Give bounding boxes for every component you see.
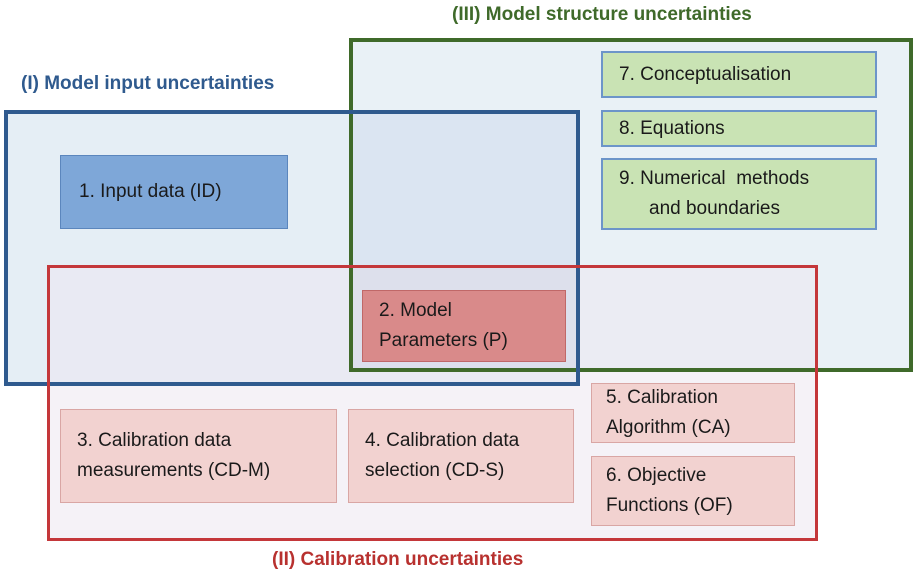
calibration-algorithm-line1: 5. Calibration: [606, 387, 718, 408]
cd-selection-line1: 4. Calibration data: [365, 430, 520, 451]
input-data-label: 1. Input data (ID): [79, 181, 222, 202]
calibration-algorithm-line2: Algorithm (CA): [606, 417, 731, 438]
conceptualisation-box: 7. Conceptualisation: [601, 51, 877, 98]
model-structure-region: [349, 38, 913, 372]
numerical-methods-line1: 9. Numerical methods: [619, 168, 810, 189]
equations-label: 8. Equations: [619, 117, 725, 139]
numerical-methods-line2: and boundaries: [649, 198, 780, 219]
model-input-region: [4, 110, 580, 386]
cd-measurements-line1: 3. Calibration data: [77, 430, 232, 451]
calibration-region: [47, 265, 818, 541]
calibration-title: (II) Calibration uncertainties: [272, 549, 524, 570]
numerical-methods-box: 9. Numerical methods and boundaries: [601, 158, 877, 230]
objective-functions-box: 6. Objective Functions (OF): [591, 456, 795, 526]
overlap-input-structure: [349, 110, 580, 265]
model-parameters-line1: 2. Model: [379, 300, 452, 321]
cd-measurements-line2: measurements (CD-M): [77, 460, 271, 481]
equations-box: 8. Equations: [601, 110, 877, 147]
cd-selection-box: 4. Calibration data selection (CD-S): [348, 409, 574, 503]
objective-functions-line2: Functions (OF): [606, 495, 733, 516]
objective-functions-line1: 6. Objective: [606, 465, 707, 486]
conceptualisation-label: 7. Conceptualisation: [619, 63, 792, 85]
cd-measurements-box: 3. Calibration data measurements (CD-M): [60, 409, 337, 503]
model-structure-title: (III) Model structure uncertainties: [452, 4, 752, 25]
cd-selection-line2: selection (CD-S): [365, 460, 505, 481]
model-input-title: (I) Model input uncertainties: [21, 73, 275, 94]
calibration-algorithm-box: 5. Calibration Algorithm (CA): [591, 383, 795, 443]
model-parameters-box: 2. Model Parameters (P): [362, 290, 566, 362]
model-parameters-line2: Parameters (P): [379, 330, 508, 351]
input-data-box: 1. Input data (ID): [60, 155, 288, 229]
